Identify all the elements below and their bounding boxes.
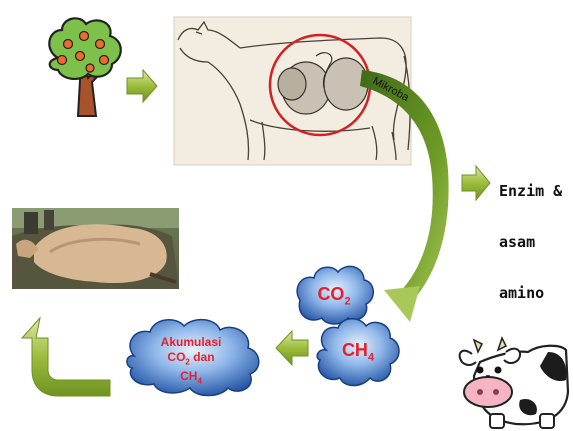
cow-rumen-illustration [173, 16, 412, 166]
akumulasi-line-2: CO2 dan [146, 350, 236, 369]
fruit-tree-icon [48, 17, 122, 117]
dead-cow-photo [12, 208, 179, 289]
enzim-line-3: amino [499, 284, 545, 302]
co2-base: CO [317, 284, 345, 304]
ch4-sub: 4 [367, 351, 375, 364]
return-arrow-icon [20, 316, 111, 397]
enzim-line-2: asam [499, 233, 536, 251]
accumulation-cloud [126, 318, 260, 397]
akumulasi-label: Akumulasi CO2 dan CH4 [146, 335, 236, 389]
microbe-curve-arrow [360, 70, 449, 322]
ch4-base: CH [341, 340, 368, 360]
akumulasi-co-sub: 2 [185, 357, 190, 367]
ch4-label: CH4 [336, 340, 380, 368]
co2-cloud [296, 265, 374, 325]
akumulasi-line-3: CH4 [146, 369, 236, 388]
akumulasi-line-1: Akumulasi [160, 335, 222, 349]
enzim-line-1: Enzim & [499, 182, 563, 200]
cartoon-cow-icon [458, 336, 570, 429]
arrow-to-enzim-icon [461, 164, 491, 202]
akumulasi-dan: dan [193, 350, 215, 364]
arrow-right-icon [126, 68, 158, 104]
akumulasi-ch: CH [180, 369, 198, 384]
ch4-cloud [316, 318, 400, 387]
co2-label: CO2 [314, 284, 354, 312]
akumulasi-ch-sub: 4 [197, 376, 202, 386]
enzim-label: Enzim & asam amino [499, 149, 562, 319]
arrow-left-cloud-icon [275, 329, 309, 367]
akumulasi-co: CO [167, 350, 186, 364]
co2-sub: 2 [344, 295, 351, 308]
